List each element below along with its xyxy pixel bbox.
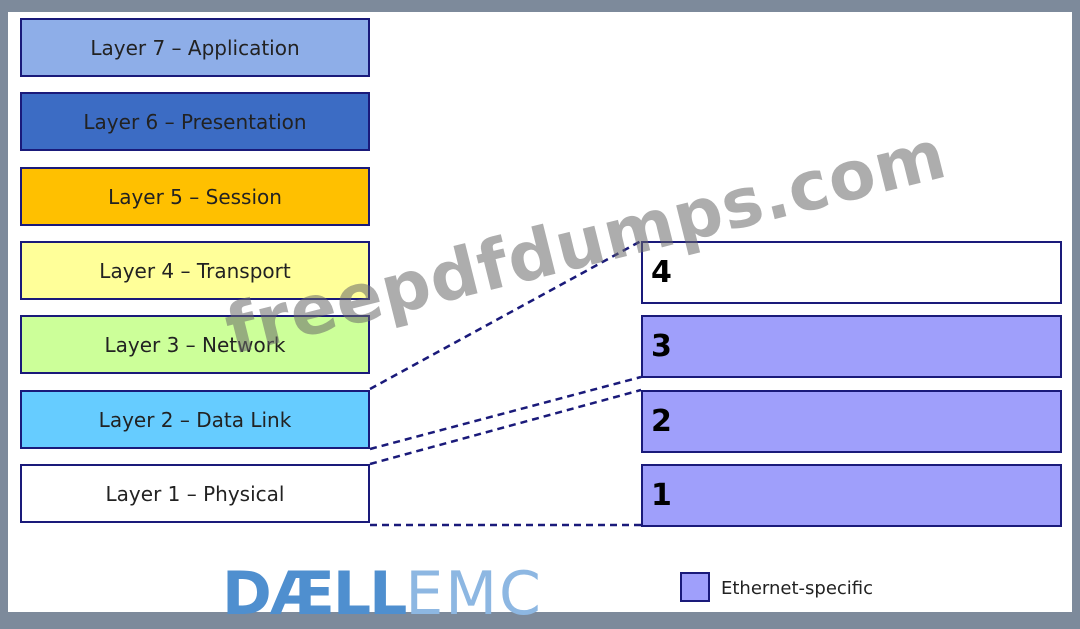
ethernet-layer-4: 4	[641, 241, 1062, 304]
osi-layer-3: Layer 3 – Network	[20, 315, 370, 374]
osi-layer-5: Layer 5 – Session	[20, 167, 370, 226]
ethernet-layer-3-number: 3	[651, 329, 672, 364]
osi-layer-1-label: Layer 1 – Physical	[105, 481, 285, 506]
connector-l2-to-3	[369, 375, 642, 451]
osi-layer-1: Layer 1 – Physical	[20, 464, 370, 523]
logo-dell: DÆLL	[222, 559, 407, 629]
logo-emc: EMC	[405, 559, 543, 629]
osi-layer-7-label: Layer 7 – Application	[90, 35, 300, 60]
ethernet-layer-1: 1	[641, 464, 1062, 527]
osi-layer-3-label: Layer 3 – Network	[104, 332, 286, 357]
osi-layer-2-label: Layer 2 – Data Link	[98, 407, 292, 432]
ethernet-layer-2: 2	[641, 390, 1062, 453]
diagram-canvas: Layer 7 – Application Layer 6 – Presenta…	[8, 12, 1072, 624]
legend-swatch	[680, 572, 710, 602]
osi-layer-2: Layer 2 – Data Link	[20, 390, 370, 449]
osi-layer-4-label: Layer 4 – Transport	[99, 258, 291, 283]
osi-layer-4: Layer 4 – Transport	[20, 241, 370, 300]
connector-l1-to-2	[369, 388, 642, 466]
ethernet-layer-2-number: 2	[651, 404, 672, 439]
ethernet-layer-4-number: 4	[651, 255, 672, 290]
legend-label: Ethernet-specific	[721, 578, 874, 599]
osi-layer-6-label: Layer 6 – Presentation	[83, 109, 307, 134]
osi-layer-7: Layer 7 – Application	[20, 18, 370, 77]
ethernet-layer-1-number: 1	[651, 478, 672, 513]
osi-layer-5-label: Layer 5 – Session	[108, 184, 282, 209]
osi-layer-6: Layer 6 – Presentation	[20, 92, 370, 151]
ethernet-layer-3: 3	[641, 315, 1062, 378]
